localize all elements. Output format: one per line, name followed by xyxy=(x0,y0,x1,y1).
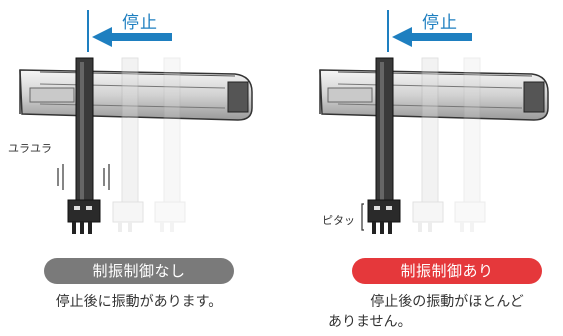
ghost-arm-2 xyxy=(454,57,486,232)
ghost-arm-1 xyxy=(112,57,144,232)
caption-line: 停止後に振動があります。 xyxy=(55,294,223,310)
stop-label: 停止 xyxy=(122,13,158,33)
stop-label: 停止 xyxy=(422,13,458,33)
left-arrow-icon xyxy=(87,10,172,52)
status-badge-without-damping: 制振制御なし xyxy=(44,258,234,284)
actuator-illustration xyxy=(319,10,549,234)
status-badge-with-damping: 制振制御あり xyxy=(352,258,542,284)
settle-label: ピタッ xyxy=(322,214,355,227)
left-arrow-icon xyxy=(387,10,472,52)
actuator-illustration xyxy=(19,10,253,234)
vibration-marks-icon xyxy=(57,164,110,190)
main-arm xyxy=(67,57,101,234)
settle-bracket-icon xyxy=(361,203,364,231)
ghost-arm-2 xyxy=(154,57,186,232)
panel-with-damping: 停止 ピタッ 制振制御あり 停止後の振動がほとんど ありません。 xyxy=(282,0,563,336)
main-arm xyxy=(367,57,401,234)
sway-label: ユラユラ xyxy=(8,142,52,155)
caption-line: ありません。 xyxy=(328,314,412,330)
caption: 停止後の振動がほとんど ありません。 xyxy=(322,292,563,332)
ghost-arm-1 xyxy=(412,57,444,232)
caption-line: 停止後の振動がほとんど xyxy=(370,294,524,310)
panel-without-damping: 停止 ユラユラ 制振制御なし 停止後に振動があります。 xyxy=(0,0,281,336)
caption: 停止後に振動があります。 xyxy=(14,292,264,312)
